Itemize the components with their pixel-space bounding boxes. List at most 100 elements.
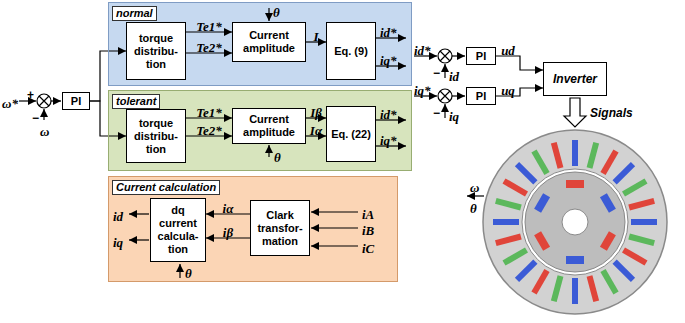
mode-panel: toleranttorque distribu- tionCurrent amp… — [108, 90, 412, 171]
magnet — [566, 256, 584, 264]
coil-side — [612, 162, 635, 185]
signal-label: iC — [362, 241, 374, 256]
coil-side — [631, 219, 657, 225]
edge-label: iβ — [223, 225, 233, 240]
panel-fill — [108, 2, 412, 86]
signal-label: θ — [273, 5, 280, 20]
coil-side — [531, 149, 549, 175]
rotor — [525, 172, 625, 272]
edge-label: ud — [501, 43, 515, 58]
coil-side — [612, 259, 635, 282]
signal-wires — [19, 8, 484, 278]
magnet — [600, 231, 616, 251]
signal-label: iq — [113, 235, 123, 250]
process-box: PI — [62, 92, 90, 110]
process-box: Current amplitude — [232, 22, 306, 62]
speed-wire — [467, 195, 484, 196]
process-box: Eq. (9) — [326, 22, 376, 80]
box-label: Eq. (9) — [334, 45, 368, 58]
coil-side — [495, 198, 522, 211]
signal-label: θ — [470, 201, 477, 216]
panel-title: tolerant — [112, 94, 160, 109]
coil-side — [587, 142, 600, 169]
feedback-wire — [444, 64, 445, 78]
shaft — [562, 209, 588, 235]
box-label: PI — [476, 90, 486, 103]
panel-fill — [108, 176, 398, 282]
panel-title: normal — [112, 6, 157, 21]
sign-label: − — [433, 66, 440, 80]
box-label: dq current calcula- tion — [153, 204, 203, 256]
signal-label: iA — [362, 207, 374, 222]
edge-label: Te2* — [196, 123, 222, 138]
coil-side — [551, 142, 564, 169]
process-box: Clark transfor- mation — [250, 200, 310, 256]
coil-side — [628, 198, 655, 211]
signal-wire — [311, 245, 358, 246]
signal-wire — [268, 145, 269, 157]
edge-label: I — [313, 29, 318, 44]
box-label: torque distribu- tion — [129, 32, 183, 71]
signal-wire — [129, 239, 149, 240]
feedback-wire — [43, 109, 44, 120]
coil-side — [493, 219, 519, 225]
mode-panel: Current calculationdq current calcula- t… — [108, 176, 398, 282]
box-label: PI — [476, 50, 486, 63]
junction-cross — [440, 51, 450, 61]
edge-label: iα — [223, 201, 234, 216]
motor-illustration — [483, 130, 667, 314]
sign-label: + — [27, 88, 34, 102]
signal-label: iq — [449, 109, 459, 124]
signal-label: ω — [40, 124, 49, 139]
box-label: Current amplitude — [235, 113, 303, 139]
panel-fill — [108, 90, 412, 171]
summing-junction — [37, 94, 51, 108]
rotor-magnets — [534, 180, 616, 264]
junction-cross — [440, 91, 450, 101]
process-box: PI — [466, 87, 496, 105]
coil-side — [600, 149, 618, 175]
signal-wire — [452, 55, 465, 56]
summing-junction — [438, 89, 452, 103]
summing-junction — [438, 49, 452, 63]
coil-side — [572, 278, 578, 304]
coil-side — [495, 234, 522, 247]
signal-wire — [179, 264, 180, 278]
signal-label: Signals — [590, 106, 633, 120]
stator — [483, 130, 667, 314]
mode-panel: normal torque distribu- tion Current ampli… — [108, 2, 412, 86]
signal-wire — [311, 211, 358, 212]
magnet — [566, 180, 584, 188]
signal-label: θ — [274, 150, 281, 165]
box-label: Eq. (22) — [331, 128, 371, 141]
air-gap — [522, 169, 628, 275]
signal-arrow — [496, 56, 543, 70]
signal-wire — [311, 227, 358, 228]
signal-label: id* — [380, 107, 397, 122]
signal-wire — [129, 213, 149, 214]
edge-label: Te1* — [196, 19, 222, 34]
coil-side — [531, 269, 549, 295]
process-box: PI — [466, 47, 496, 65]
edge-label: Iα — [310, 123, 322, 138]
coil-side — [551, 275, 564, 302]
process-box: dq current calcula- tion — [150, 198, 206, 262]
coil-side — [572, 140, 578, 166]
coil-side — [622, 247, 648, 265]
edge-label: Te2* — [196, 40, 222, 55]
process-box: Eq. (22) — [326, 106, 376, 162]
signal-label: id — [449, 69, 459, 84]
signal-label: iq* — [380, 53, 397, 68]
signal-label: ω — [470, 180, 479, 195]
signal-wire — [268, 8, 269, 21]
signal-wire — [51, 100, 61, 101]
magnet — [534, 231, 550, 251]
feedback-wire — [444, 104, 445, 118]
coil-side — [628, 234, 655, 247]
signal-label: iq* — [414, 83, 431, 98]
coil-side — [515, 162, 538, 185]
signal-label: θ — [185, 266, 192, 281]
box-label: Current amplitude — [235, 29, 303, 55]
process-box: Inverter — [543, 62, 607, 96]
coil-side — [515, 259, 538, 282]
